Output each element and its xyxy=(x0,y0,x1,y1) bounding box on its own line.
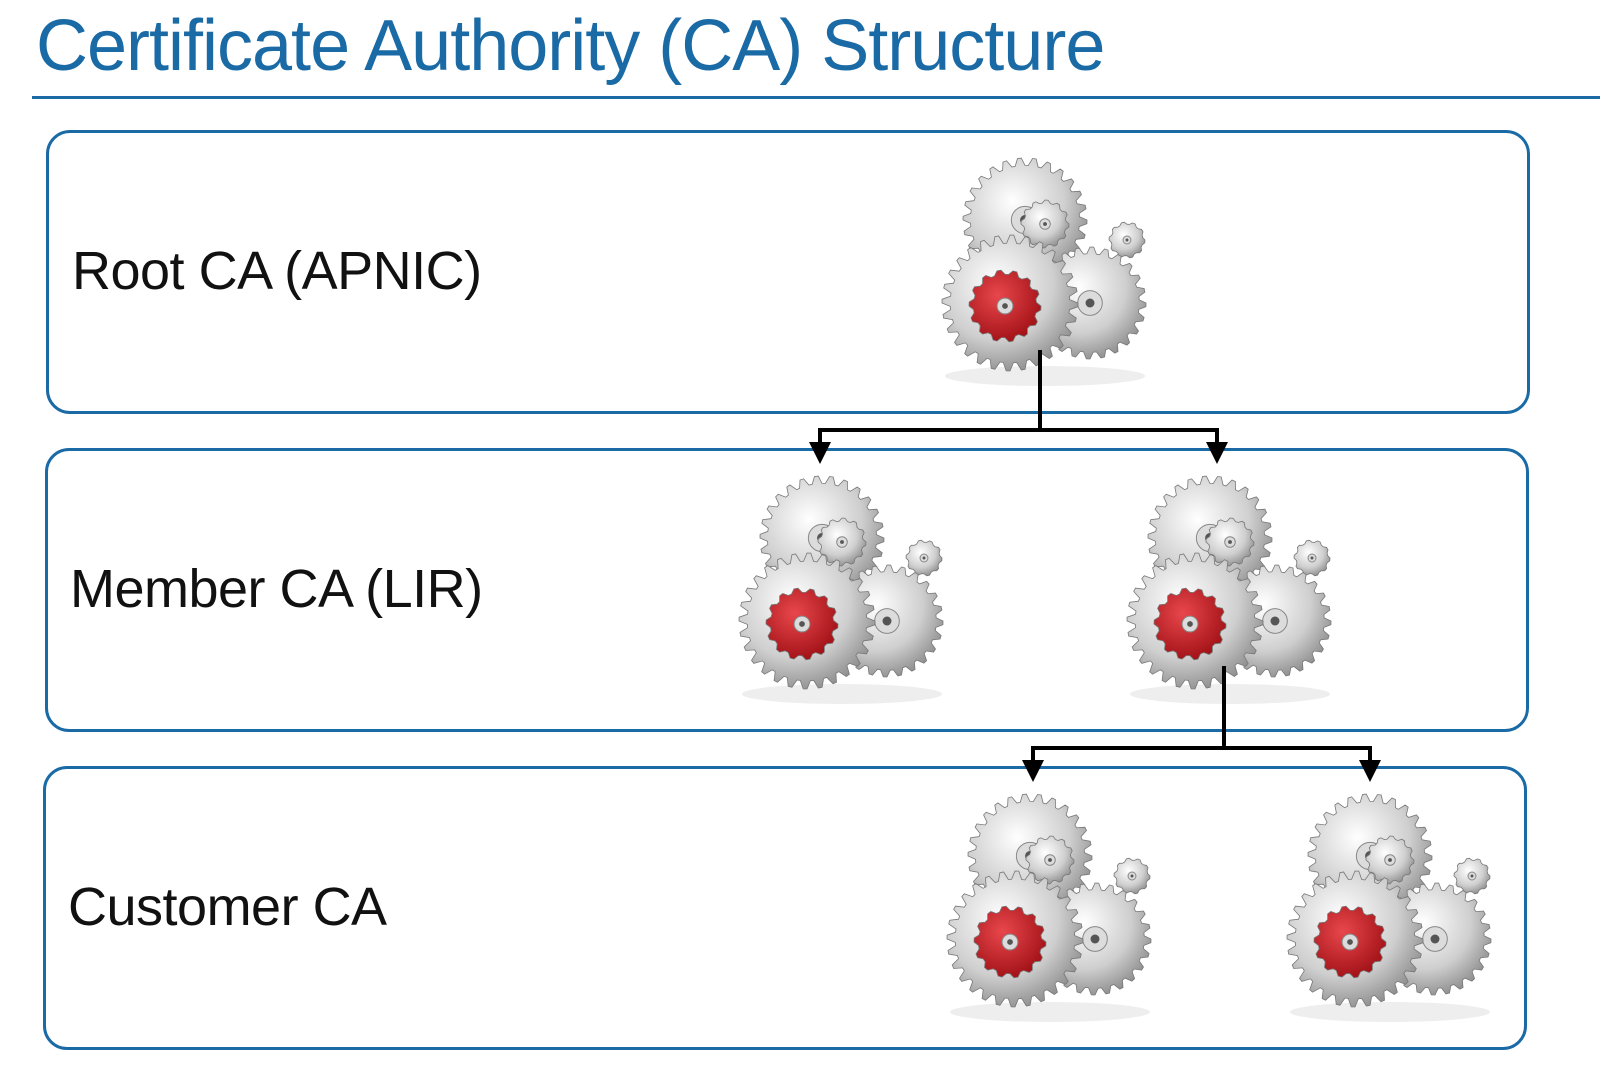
gears-icon xyxy=(712,466,952,706)
gears-icon xyxy=(1260,784,1500,1024)
gears-icon xyxy=(915,148,1155,388)
tier-label-member: Member CA (LIR) xyxy=(70,559,483,619)
tier-label-customer: Customer CA xyxy=(68,877,387,937)
gears-icon xyxy=(920,784,1160,1024)
connector-arrow xyxy=(818,428,1040,456)
arrow-head xyxy=(1206,442,1228,464)
tier-root xyxy=(46,130,1530,414)
title-divider xyxy=(32,96,1600,99)
connector-arrow xyxy=(1031,746,1224,774)
tier-label-root: Root CA (APNIC) xyxy=(72,241,482,301)
arrow-head xyxy=(809,442,831,464)
connector-arrow xyxy=(1040,428,1219,456)
tier-customer xyxy=(43,766,1527,1050)
arrow-head xyxy=(1359,760,1381,782)
arrow-head xyxy=(1022,760,1044,782)
connector-arrow xyxy=(1224,746,1372,774)
slide-title: Certificate Authority (CA) Structure xyxy=(36,6,1105,86)
gears-icon xyxy=(1100,466,1340,706)
